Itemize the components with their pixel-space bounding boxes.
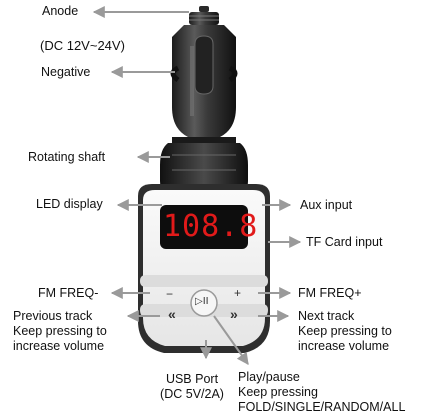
label-anode: Anode xyxy=(42,4,79,18)
device-body xyxy=(138,184,270,353)
callout-arrows xyxy=(92,6,302,365)
next-track-line-3: increase volume xyxy=(298,339,390,353)
usb-port-line-2: (DC 5V/2A) xyxy=(160,387,224,401)
previous-track-line-2: Keep pressing to xyxy=(13,324,107,338)
label-led-display: LED display xyxy=(36,197,103,211)
label-play-pause: Play/pause Keep pressing FOLD/SINGLE/RAN… xyxy=(238,370,428,415)
fm-freq-minus-button[interactable]: − xyxy=(166,287,174,301)
previous-track-line-1: Previous track xyxy=(13,309,93,323)
fm-freq-plus-button[interactable]: + xyxy=(234,286,242,300)
play-pause-line-2: Keep pressing xyxy=(238,385,318,399)
previous-track-button[interactable]: « xyxy=(168,306,176,322)
label-fm-freq-minus: FM FREQ- xyxy=(38,286,99,300)
next-track-line-1: Next track xyxy=(298,309,355,323)
label-rotating-shaft: Rotating shaft xyxy=(28,150,106,164)
next-track-button[interactable]: » xyxy=(230,306,238,322)
label-voltage: (DC 12V~24V) xyxy=(40,38,125,53)
arrow-play xyxy=(213,315,249,365)
led-readout: 108.8 xyxy=(163,209,259,244)
cigarette-plug xyxy=(170,25,238,143)
next-track-line-2: Keep pressing to xyxy=(298,324,392,338)
label-aux-input: Aux input xyxy=(300,198,353,212)
anode-tip xyxy=(189,6,219,25)
previous-track-line-3: increase volume xyxy=(13,339,105,353)
play-pause-line-3: FOLD/SINGLE/RANDOM/ALL xyxy=(238,400,406,414)
play-pause-line-1: Play/pause xyxy=(238,370,300,384)
label-tf-card-input: TF Card input xyxy=(306,235,383,249)
usb-port-line-1: USB Port xyxy=(165,372,219,386)
play-pause-button[interactable]: ▷II xyxy=(195,296,209,307)
label-usb-port: USB Port (DC 5V/2A) xyxy=(156,372,228,402)
label-negative: Negative xyxy=(41,65,91,79)
label-previous-track: Previous track Keep pressing to increase… xyxy=(13,309,133,354)
label-fm-freq-plus: FM FREQ+ xyxy=(298,286,362,300)
label-next-track: Next track Keep pressing to increase vol… xyxy=(298,309,428,354)
